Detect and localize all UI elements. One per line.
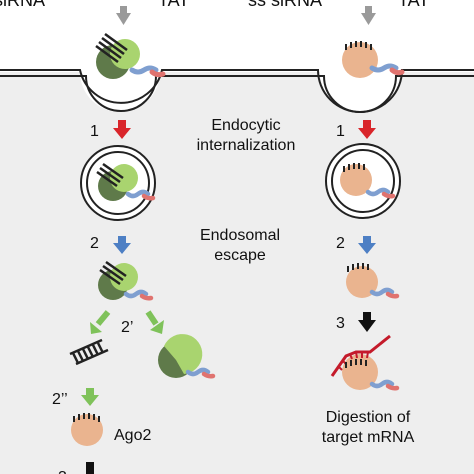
ss-complex-after-escape [346,263,400,299]
step-2-double-prime-arrow [81,388,99,406]
left-title: ds siRNA [0,0,45,10]
ago2-label: Ago2 [114,427,151,444]
step-2-right-arrow [358,236,376,254]
ds-sirna-tat-complex-membrane [95,32,166,79]
cell-membrane-inner [0,75,474,113]
left-endosome [80,145,156,221]
step-1-right-arrow [358,120,376,139]
cell-membrane-outer [0,69,474,113]
endosomal-label-line1: Endosomal [200,227,280,244]
entry-arrow-left [116,6,131,25]
digestion-label-line2: target mRNA [322,429,415,446]
right-endosome [325,143,401,219]
step-2-prime-number: 2’ [121,319,133,336]
split-arrow-right-green [145,310,164,334]
digestion-label-line1: Digestion of [326,409,411,426]
ago2-loaded-complex [71,413,103,446]
right-title: ss siRNA [248,0,322,10]
ss-sirna-tat-complex-membrane [342,41,405,78]
released-sirna-duplex [69,338,109,366]
step-2-left-arrow [113,236,131,254]
split-arrow-left-green [90,310,111,334]
step-3-left-number: 3 [58,469,67,474]
step-1-left-number: 1 [90,123,99,140]
step-3-left-arrow [86,462,94,474]
step-2-left-number: 2 [90,235,99,252]
entry-arrow-right [361,6,376,25]
step-1-right-number: 1 [336,123,345,140]
step-1-left-arrow [113,120,131,139]
step-3-right-arrow [358,312,376,332]
left-carrier-label: TAT [158,0,189,10]
right-carrier-label: TAT [398,0,429,10]
endocytic-label-line1: Endocytic [211,117,280,134]
step-3-right-number: 3 [336,315,345,332]
step-2-double-prime-number: 2’’ [52,391,68,408]
step-2-right-number: 2 [336,235,345,252]
ds-complex-after-escape [98,260,154,301]
endocytic-label-line2: internalization [197,137,296,154]
ago2-mrna-digestion-complex [330,334,400,391]
endosomal-label-line2: escape [214,247,266,264]
released-tat-carrier [158,334,216,379]
